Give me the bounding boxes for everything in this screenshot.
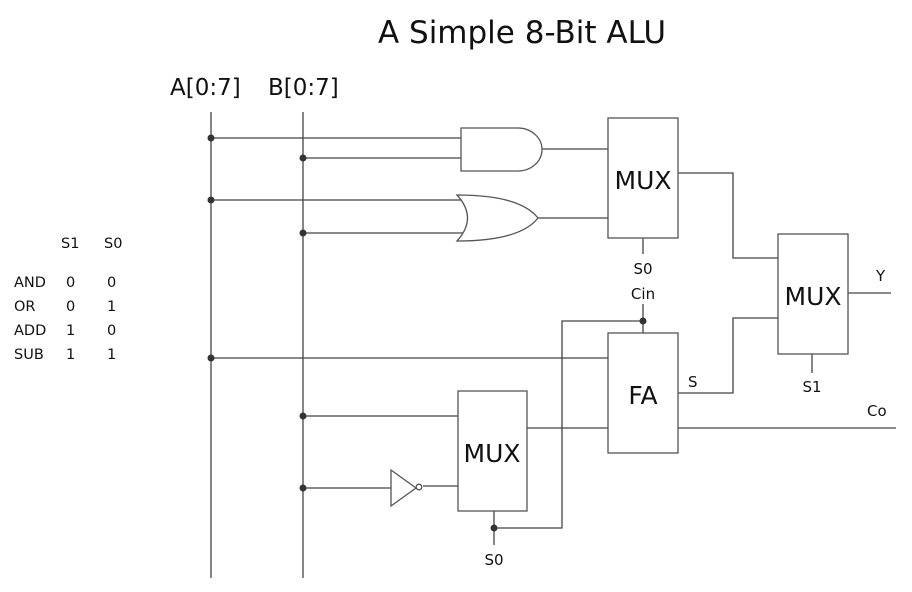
mux-b-label: MUX: [464, 439, 521, 468]
mux-output-block: MUX: [777, 233, 849, 355]
op-name: SUB: [14, 347, 44, 363]
table-header-s1: S1: [61, 236, 79, 252]
table-row: OR 0 1: [14, 299, 116, 315]
cin-label: Cin: [631, 285, 655, 303]
s0-value: 0: [107, 275, 116, 291]
bus-b-label: B[0:7]: [268, 75, 339, 101]
mux-logic-select-label: S0: [633, 260, 652, 278]
mux-logic-label: MUX: [615, 166, 672, 195]
diagram-title: A Simple 8-Bit ALU: [378, 15, 666, 51]
table-header-s0: S0: [104, 236, 122, 252]
truth-table: S1 S0 AND 0 0 OR 0 1 ADD 1 0 SUB 1 1: [14, 236, 122, 363]
junction-dots: [207, 134, 647, 532]
output-y-label: Y: [875, 267, 886, 285]
table-row: ADD 1 0: [14, 323, 116, 339]
full-adder-block: FA: [607, 332, 679, 454]
mux-logic-block: MUX: [607, 117, 679, 239]
full-adder-label: FA: [628, 381, 657, 410]
s0-value: 1: [107, 347, 116, 363]
carry-out-label: Co: [867, 402, 887, 420]
mux-b-select-label: S0: [484, 551, 503, 569]
sum-label: S: [688, 373, 698, 391]
and-gate: [460, 127, 543, 172]
mux-output-select-label: S1: [802, 378, 821, 396]
mux-b-block: MUX: [457, 390, 528, 512]
table-row: SUB 1 1: [14, 347, 116, 363]
s0-value: 0: [107, 323, 116, 339]
op-name: ADD: [14, 323, 46, 339]
op-name: OR: [14, 299, 36, 315]
bus-a-label: A[0:7]: [170, 75, 241, 101]
s0-value: 1: [107, 299, 116, 315]
mux-output-label: MUX: [785, 282, 842, 311]
wires: [211, 137, 896, 545]
s1-value: 1: [66, 323, 75, 339]
not-gate: [390, 468, 423, 508]
s1-value: 0: [66, 275, 75, 291]
or-gate: [455, 194, 539, 242]
table-row: AND 0 0: [14, 275, 116, 291]
s1-value: 0: [66, 299, 75, 315]
op-name: AND: [14, 275, 46, 291]
s1-value: 1: [66, 347, 75, 363]
